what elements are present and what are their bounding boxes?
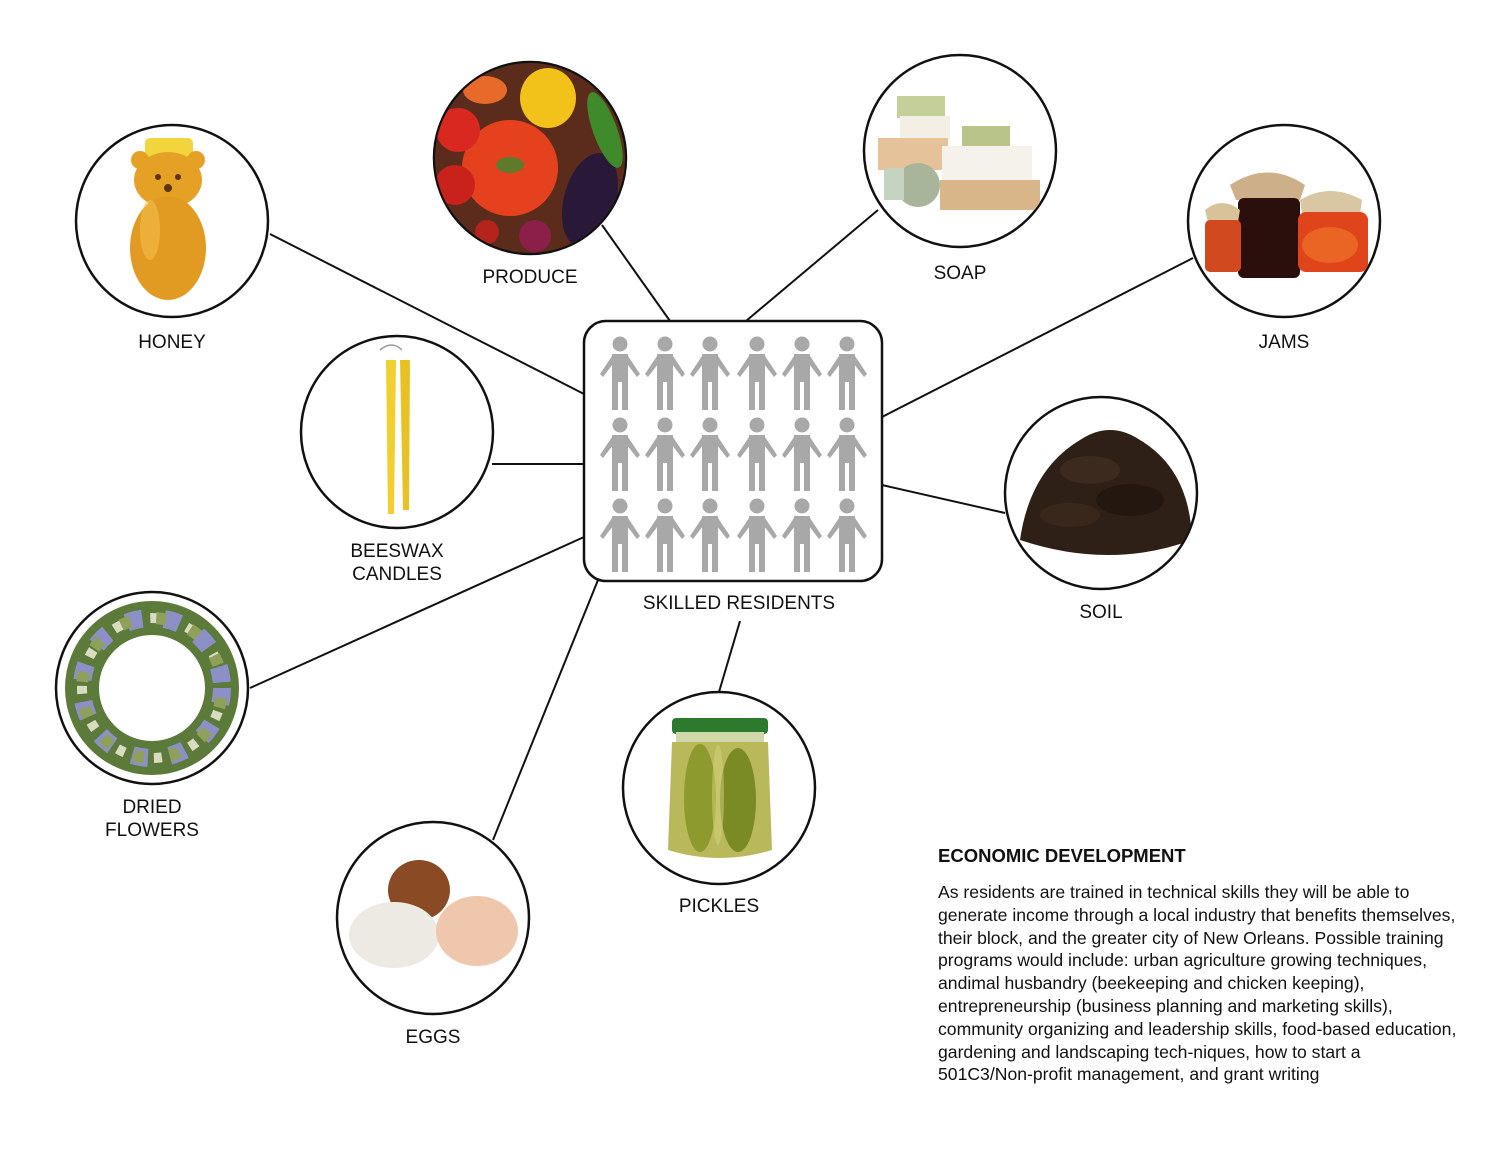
- eggs-node: [335, 820, 531, 1016]
- jams-label: JAMS: [1258, 332, 1310, 353]
- eggs-icon: [349, 860, 518, 968]
- skilled-residents-label: SKILLED RESIDENTS: [642, 593, 836, 614]
- soap-bars-icon: [878, 96, 1040, 210]
- produce-node: [432, 60, 628, 256]
- connector-soap: [745, 209, 879, 322]
- dried-flowers-label: DRIED FLOWERS: [82, 796, 222, 842]
- beeswax-candles-label-line2: CANDLES: [352, 564, 442, 585]
- soil-node: [1003, 395, 1199, 591]
- produce-label: PRODUCE: [482, 267, 578, 288]
- candles-icon: [379, 344, 410, 514]
- honey-node: [74, 123, 270, 319]
- section-title: ECONOMIC DEVELOPMENT: [938, 845, 1186, 866]
- flower-wreath-icon: [65, 601, 239, 775]
- soap-node: [862, 53, 1058, 249]
- skilled-residents-box: [582, 319, 884, 583]
- economic-development-section: ECONOMIC DEVELOPMENT As residents are tr…: [938, 845, 1458, 1086]
- dried-flowers-node: [54, 590, 250, 786]
- eggs-label: EGGS: [405, 1027, 461, 1048]
- connector-produce: [601, 224, 671, 322]
- honey-label: HONEY: [138, 332, 206, 353]
- pickles-node: [621, 690, 817, 886]
- soap-label: SOAP: [933, 263, 987, 284]
- beeswax-candles-label-line1: BEESWAX: [350, 541, 444, 562]
- connector-soil: [881, 484, 1006, 514]
- beeswax-candles-label: BEESWAX CANDLES: [327, 540, 467, 586]
- connector-lines: [249, 209, 1194, 841]
- jams-node: [1186, 123, 1382, 319]
- soil-pile-icon: [1020, 430, 1192, 555]
- connector-flowers: [249, 536, 585, 689]
- section-body: As residents are trained in technical sk…: [938, 882, 1457, 1085]
- soil-label: SOIL: [1079, 602, 1123, 623]
- connector-pickles: [718, 620, 741, 693]
- jam-jars-icon: [1205, 172, 1368, 278]
- connector-eggs: [492, 579, 599, 841]
- produce-vegetables-icon: [435, 63, 625, 253]
- connector-honey: [269, 233, 585, 395]
- dried-flowers-label-line1: DRIED: [122, 797, 182, 818]
- beeswax-candles-node: [299, 334, 495, 530]
- pickle-jar-icon: [668, 718, 772, 858]
- connector-jams: [881, 257, 1194, 418]
- pickles-label: PICKLES: [678, 896, 760, 917]
- honey-bear-icon: [130, 138, 206, 300]
- dried-flowers-label-line2: FLOWERS: [105, 820, 199, 841]
